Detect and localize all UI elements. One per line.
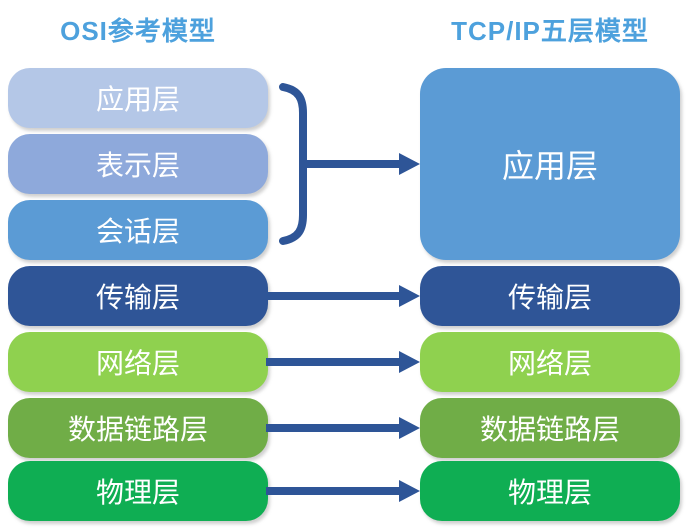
osi-layer-physical-label: 物理层 — [95, 477, 180, 508]
arrow-datalink — [266, 417, 420, 439]
osi-layer-session-label: 会话层 — [95, 216, 180, 247]
osi-layer-datalink-label: 数据链路层 — [67, 414, 208, 445]
tcpip-layer-transport-label: 传输层 — [507, 282, 592, 313]
arrowhead-icon — [399, 417, 420, 439]
osi-layer-session: 会话层 — [8, 200, 268, 260]
osi-layer-network: 网络层 — [8, 332, 268, 392]
tcpip-layer-datalink: 数据链路层 — [420, 398, 680, 458]
osi-layer-application-label: 应用层 — [95, 84, 180, 115]
arrowhead-icon — [399, 285, 420, 307]
osi-layer-datalink: 数据链路层 — [8, 398, 268, 458]
tcpip-layer-physical-label: 物理层 — [507, 477, 592, 508]
tcpip-layer-application: 应用层 — [420, 68, 680, 260]
tcpip-layer-transport: 传输层 — [420, 266, 680, 326]
tcpip-layer-network: 网络层 — [420, 332, 680, 392]
tcpip-layer-physical: 物理层 — [420, 461, 680, 521]
tcpip-layer-application-label: 应用层 — [501, 148, 598, 184]
osi-layer-transport: 传输层 — [8, 266, 268, 326]
arrowhead-icon — [399, 351, 420, 373]
arrow-transport — [266, 285, 420, 307]
group-brace — [279, 83, 307, 245]
arrowhead-icon — [399, 480, 420, 502]
arrow-network — [266, 351, 420, 373]
osi-layer-application: 应用层 — [8, 68, 268, 128]
osi-layer-presentation-label: 表示层 — [95, 150, 180, 181]
tcpip-layer-datalink-label: 数据链路层 — [479, 414, 620, 445]
tcpip-layer-network-label: 网络层 — [507, 348, 592, 379]
osi-layer-presentation: 表示层 — [8, 134, 268, 194]
arrow-physical — [266, 480, 420, 502]
osi-layer-network-label: 网络层 — [95, 348, 180, 379]
arrowhead-icon — [399, 153, 420, 175]
tcpip-model-title: TCP/IP五层模型 — [451, 16, 649, 46]
osi-model-title: OSI参考模型 — [60, 16, 216, 46]
arrow-application — [303, 153, 420, 175]
osi-layer-transport-label: 传输层 — [95, 282, 180, 313]
osi-layer-physical: 物理层 — [8, 461, 268, 521]
